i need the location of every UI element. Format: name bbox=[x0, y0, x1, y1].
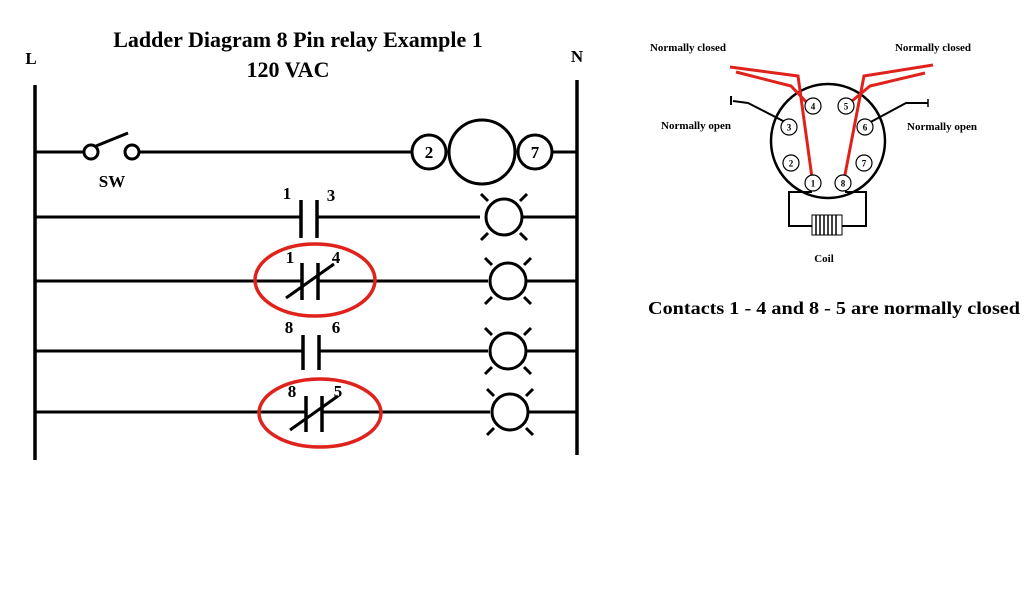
nc-left-lead-inner bbox=[735, 70, 813, 109]
diagram-subtitle: 120 VAC bbox=[247, 57, 330, 82]
contact-8-6-left-pin: 8 bbox=[285, 318, 294, 337]
contact-1-3-left-pin: 1 bbox=[283, 184, 292, 203]
lamp-3 bbox=[483, 326, 533, 376]
svg-text:8: 8 bbox=[841, 179, 846, 189]
rung-3-contact-1-4 bbox=[35, 242, 577, 318]
nc-left-lead-outer bbox=[729, 65, 815, 186]
svg-text:7: 7 bbox=[862, 159, 867, 169]
relay-socket-body bbox=[769, 82, 887, 200]
rung-2-contact-1-3 bbox=[35, 192, 577, 242]
relay-coil bbox=[447, 118, 517, 186]
contact-8-6-right-pin: 6 bbox=[332, 318, 341, 337]
coil-pin-7-label: 7 bbox=[531, 143, 540, 162]
switch-label: SW bbox=[99, 172, 125, 191]
lamp-4 bbox=[485, 387, 535, 437]
no-right-label: Normally open bbox=[907, 121, 977, 133]
contact-8-5-left-pin: 8 bbox=[288, 382, 297, 401]
lamp-2 bbox=[483, 256, 533, 306]
coil-pin-2-circle bbox=[410, 133, 448, 171]
nc-right-lead-inner bbox=[845, 71, 926, 108]
normally-closed-slash bbox=[285, 262, 335, 300]
socket-pin-2: 2 bbox=[782, 154, 800, 172]
contact-8-5-right-pin: 5 bbox=[334, 382, 343, 401]
no-left-lead bbox=[732, 100, 790, 125]
rung-4-contact-8-6 bbox=[35, 326, 577, 376]
svg-text:2: 2 bbox=[789, 159, 794, 169]
normally-closed-slash bbox=[289, 394, 339, 432]
relay-base-diagram: Normally closed Normally closed Normally… bbox=[650, 42, 977, 265]
svg-text:3: 3 bbox=[787, 123, 792, 133]
contact-1-4-left-pin: 1 bbox=[286, 248, 295, 267]
diagram-title: Ladder Diagram 8 Pin relay Example 1 bbox=[113, 27, 483, 52]
coil-pin-2-label: 2 bbox=[425, 143, 434, 162]
socket-pin-7: 7 bbox=[855, 154, 873, 172]
highlight-oval-1-4 bbox=[253, 242, 377, 318]
nc-left-label: Normally closed bbox=[650, 42, 726, 54]
caption: Contacts 1 - 4 and 8 - 5 are normally cl… bbox=[648, 298, 1020, 318]
coil-label: Coil bbox=[814, 253, 834, 265]
socket-pin-8: 8 bbox=[834, 174, 852, 192]
right-rail-label: N bbox=[571, 47, 584, 66]
switch-symbol bbox=[82, 131, 141, 161]
svg-text:1: 1 bbox=[811, 179, 816, 189]
svg-text:4: 4 bbox=[811, 102, 816, 112]
contact-1-4-right-pin: 4 bbox=[332, 248, 341, 267]
nc-right-label: Normally closed bbox=[895, 42, 971, 54]
lamp-1 bbox=[479, 192, 529, 242]
no-right-lead bbox=[864, 102, 928, 126]
svg-text:6: 6 bbox=[863, 123, 868, 133]
contact-1-3-right-pin: 3 bbox=[327, 186, 336, 205]
socket-pin-4: 4 bbox=[804, 97, 822, 115]
nc-right-lead-outer bbox=[841, 63, 934, 186]
highlight-oval-8-5 bbox=[257, 377, 383, 449]
svg-text:5: 5 bbox=[844, 102, 849, 112]
socket-pin-1: 1 bbox=[804, 174, 822, 192]
coil-symbol bbox=[811, 214, 843, 236]
socket-pin-5: 5 bbox=[837, 97, 855, 115]
left-rail-label: L bbox=[25, 49, 36, 68]
rung-1-coil: 2 7 bbox=[35, 118, 577, 186]
socket-pin-6: 6 bbox=[856, 118, 874, 136]
no-left-label: Normally open bbox=[661, 120, 731, 132]
rung-5-contact-8-5 bbox=[35, 377, 577, 449]
socket-pin-3: 3 bbox=[780, 118, 798, 136]
